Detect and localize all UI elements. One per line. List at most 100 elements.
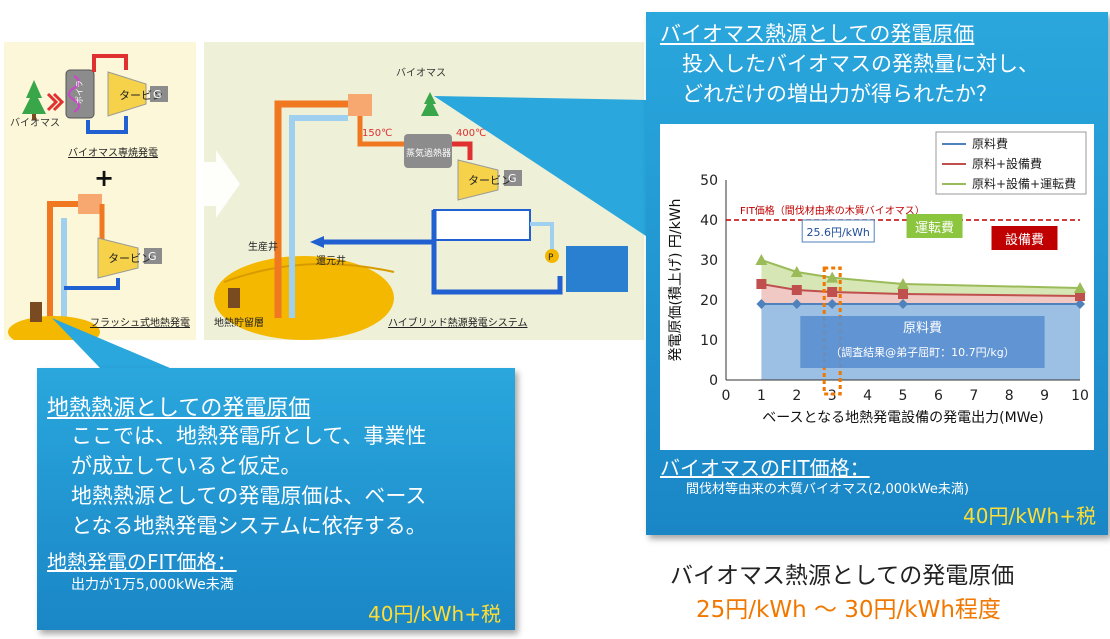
biomass-label-left: バイオマス <box>10 117 60 129</box>
raw-annotation-note: （調査結果@弟子屈町：10.7円/kg） <box>830 345 1015 359</box>
hybrid-system-title: ハイブリッド熱源発電システム <box>388 316 528 329</box>
heat-icon <box>46 92 65 112</box>
data-point <box>791 285 802 295</box>
data-point <box>790 266 803 277</box>
temp-400-label: 400℃ <box>456 128 486 139</box>
x-tick-label: 9 <box>1040 388 1049 404</box>
reinjection-well-label: 還元井 <box>316 254 346 267</box>
x-tick-label: 8 <box>1005 388 1014 404</box>
right-line-1: 投入したバイオマスの発熱量に対し、 <box>682 52 1039 76</box>
reservoir-label: 地熱貯留層 <box>214 316 264 329</box>
legend-label: 原料+設備+運転費 <box>972 176 1076 191</box>
generator-icon <box>150 86 168 102</box>
generator-label-3: G <box>508 172 517 185</box>
geothermal-cost-callout: 地熱熱源としての発電原価 ここでは、地熱発電所として、事業性 が成立していると仮… <box>37 368 515 630</box>
x-axis-label: ベースとなる地熱発電設備の発電出力(MWe) <box>762 410 1044 426</box>
right-pointer <box>434 96 646 236</box>
raw-annotation-box <box>800 316 1045 368</box>
data-point <box>755 254 768 265</box>
right-line-2: どれだけの増出力が得られたか？ <box>682 82 997 106</box>
right-fit-condition: 間伐材等由来の木質バイオマス(2,000kWe未満) <box>686 482 969 497</box>
data-point <box>756 299 767 309</box>
conclusion-title: バイオマス熱源としての発電原価 <box>670 563 1015 589</box>
biomass-label-top: バイオマス <box>396 67 446 79</box>
data-point <box>897 278 909 289</box>
left-title: 地熱熱源としての発電原価 <box>47 396 311 421</box>
x-tick-label: 3 <box>828 388 837 404</box>
data-point <box>1075 291 1085 301</box>
data-point <box>1074 282 1086 293</box>
pump-label: P <box>548 253 554 263</box>
turbine-icon <box>457 159 499 201</box>
reservoir-icon <box>214 256 394 340</box>
right-fit-price: 40円/kWh+税 <box>963 504 1096 528</box>
equipment-area <box>761 284 1080 304</box>
equipment-annotation-box <box>991 226 1058 250</box>
x-tick-label: 10 <box>1071 388 1089 404</box>
x-tick-label: 4 <box>863 388 872 404</box>
volcano-icon <box>228 288 240 308</box>
separator-icon <box>348 94 372 116</box>
production-well-label: 生産井 <box>248 240 278 253</box>
cooling-tower-icon <box>566 246 628 292</box>
x-tick-label: 5 <box>899 388 908 404</box>
y-tick-label: 40 <box>700 213 718 229</box>
equipment-annotation: 設備費 <box>1005 232 1044 248</box>
turbine-label-1: タービン <box>119 89 163 102</box>
tree-icon <box>22 80 46 114</box>
biomass-power-title: バイオマス専焼発電 <box>68 146 158 159</box>
generator-label-2: G <box>148 250 157 263</box>
raw-annotation: 原料費 <box>903 321 942 336</box>
turbine-icon <box>107 71 147 117</box>
generator-label-1: G <box>153 88 162 101</box>
biomass-cost-callout: バイオマス熱源としての発電原価 投入したバイオマスの発熱量に対し、 どれだけの増… <box>646 12 1108 535</box>
y-tick-label: 0 <box>709 373 718 389</box>
data-point <box>756 279 767 289</box>
superheater-icon <box>404 134 452 168</box>
geothermal-biomass-diagram: タービン G ボイラ バイオマス バイオマス専焼発電 + タービン G フラッシ… <box>4 42 644 348</box>
turbine-label-3: タービン <box>468 174 512 187</box>
left-line-3: 地熱熱源としての発電原価は、ベース <box>71 484 427 508</box>
turbine-label-2: タービン <box>108 252 152 265</box>
y-tick-label: 50 <box>700 173 718 189</box>
generator-icon <box>144 248 162 264</box>
biomass-power-unit <box>22 54 168 134</box>
x-tick-label: 7 <box>969 388 978 404</box>
pump-icon <box>545 249 559 263</box>
operation-annotation: 運転費 <box>915 221 954 236</box>
condenser-icon <box>433 209 531 241</box>
y-tick-label: 20 <box>700 293 718 309</box>
legend-label: 原料費 <box>972 136 1008 151</box>
highlight-label: 25.6円/kWh <box>806 226 869 239</box>
left-line-4: となる地熱発電システムに依存する。 <box>71 514 427 538</box>
y-tick-label: 30 <box>700 253 718 269</box>
right-fit-title: バイオマスのFIT価格： <box>660 456 870 480</box>
generator-icon <box>504 170 522 186</box>
separator-icon <box>78 194 102 214</box>
conclusion-range: 25円/kWh ～ 30円/kWh程度 <box>696 597 1001 623</box>
legend-label: 原料+設備費 <box>972 156 1042 171</box>
x-tick-label: 6 <box>934 388 943 404</box>
fit-price-label: FIT価格（間伐材由来の木質バイオマス） <box>740 204 925 217</box>
y-axis-label: 発電原価(積上げ) 円/kWh <box>668 199 684 362</box>
x-tick-label: 2 <box>792 388 801 404</box>
data-point <box>898 299 908 309</box>
left-line-1: ここでは、地熱発電所として、事業性 <box>71 424 427 448</box>
data-point <box>826 271 839 283</box>
right-title: バイオマス熱源としての発電原価 <box>660 22 975 46</box>
x-tick-label: 0 <box>722 388 731 404</box>
tree-icon <box>421 92 439 116</box>
temp-150-label: 150℃ <box>362 128 392 139</box>
boiler-icon <box>65 69 95 119</box>
left-fit-price: 40円/kWh+税 <box>368 602 501 626</box>
data-point <box>898 289 908 299</box>
data-point <box>791 299 802 309</box>
volcano-icon <box>30 302 42 322</box>
left-pointer <box>52 318 170 368</box>
highlight-callout-box <box>801 219 875 243</box>
operation-annotation-box <box>906 214 963 238</box>
data-point <box>1075 299 1085 309</box>
left-fit-title: 地熱発電のFIT価格： <box>47 550 237 574</box>
